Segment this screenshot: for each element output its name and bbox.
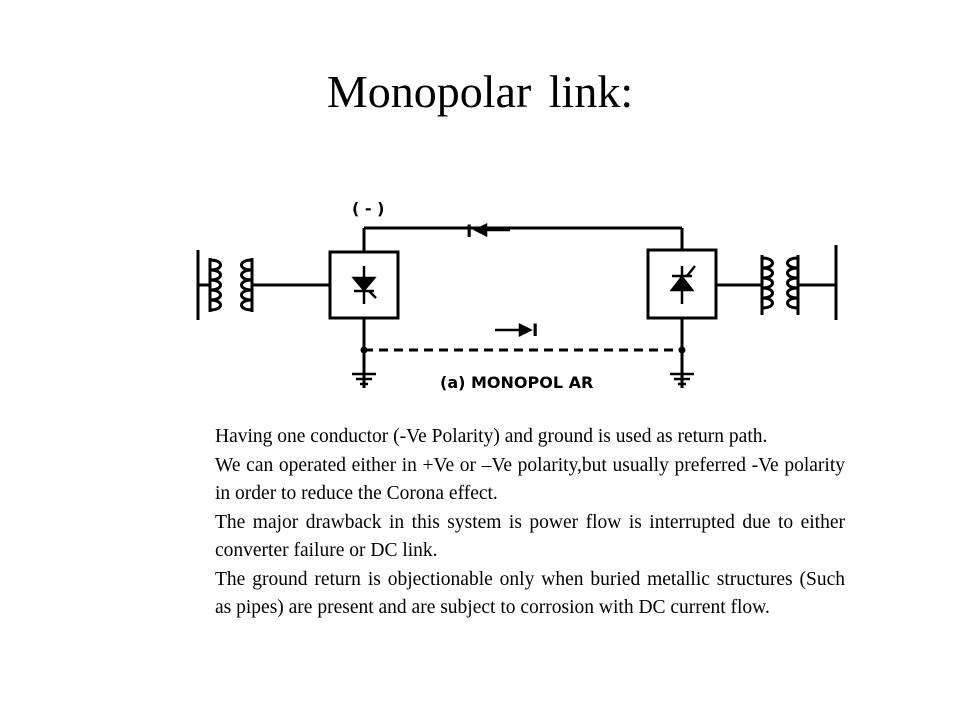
right-transformer bbox=[760, 255, 800, 315]
diagram-caption: (a) MONOPOL AR bbox=[440, 373, 593, 392]
current-label-top: I bbox=[466, 222, 472, 242]
body-text: Having one conductor (-Ve Polarity) and … bbox=[215, 423, 845, 623]
right-ground-icon bbox=[670, 372, 694, 386]
left-thyristor-icon bbox=[351, 266, 377, 304]
right-thyristor-icon bbox=[669, 265, 696, 304]
paragraph-1: Having one conductor (-Ve Polarity) and … bbox=[215, 426, 768, 447]
current-arrow-top bbox=[473, 222, 510, 238]
paragraph-4: The ground return is objectionable only … bbox=[215, 568, 845, 619]
slide-title: Monopolar link: bbox=[326, 66, 634, 117]
left-ground-icon bbox=[352, 372, 376, 386]
current-label-bottom: I bbox=[532, 321, 538, 341]
paragraph-3: The major drawback in this system is pow… bbox=[215, 511, 845, 562]
paragraph-2: We can operated either in +Ve or –Ve pol… bbox=[215, 454, 845, 505]
polarity-label: ( - ) bbox=[352, 199, 384, 218]
monopolar-link-diagram: ( - ) I I (a) MONOPOL AR bbox=[196, 199, 838, 392]
left-transformer bbox=[208, 258, 254, 312]
current-arrow-bottom bbox=[495, 322, 533, 338]
